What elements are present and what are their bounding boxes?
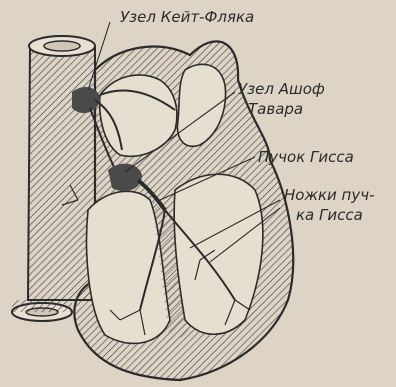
label-bundle-branches-line2: ка Гисса (296, 206, 363, 224)
label-aschoff-tawara-node-line2: Тавара (248, 100, 303, 118)
vena-cava (12, 36, 95, 321)
label-aschoff-tawara-node-line1: Узел Ашоф (238, 80, 325, 98)
label-keith-flack-node: Узел Кейт-Фляка (120, 8, 254, 26)
label-bundle-of-his: Пучок Гисса (258, 148, 354, 166)
label-bundle-branches-line1: Ножки пуч- (284, 186, 375, 204)
